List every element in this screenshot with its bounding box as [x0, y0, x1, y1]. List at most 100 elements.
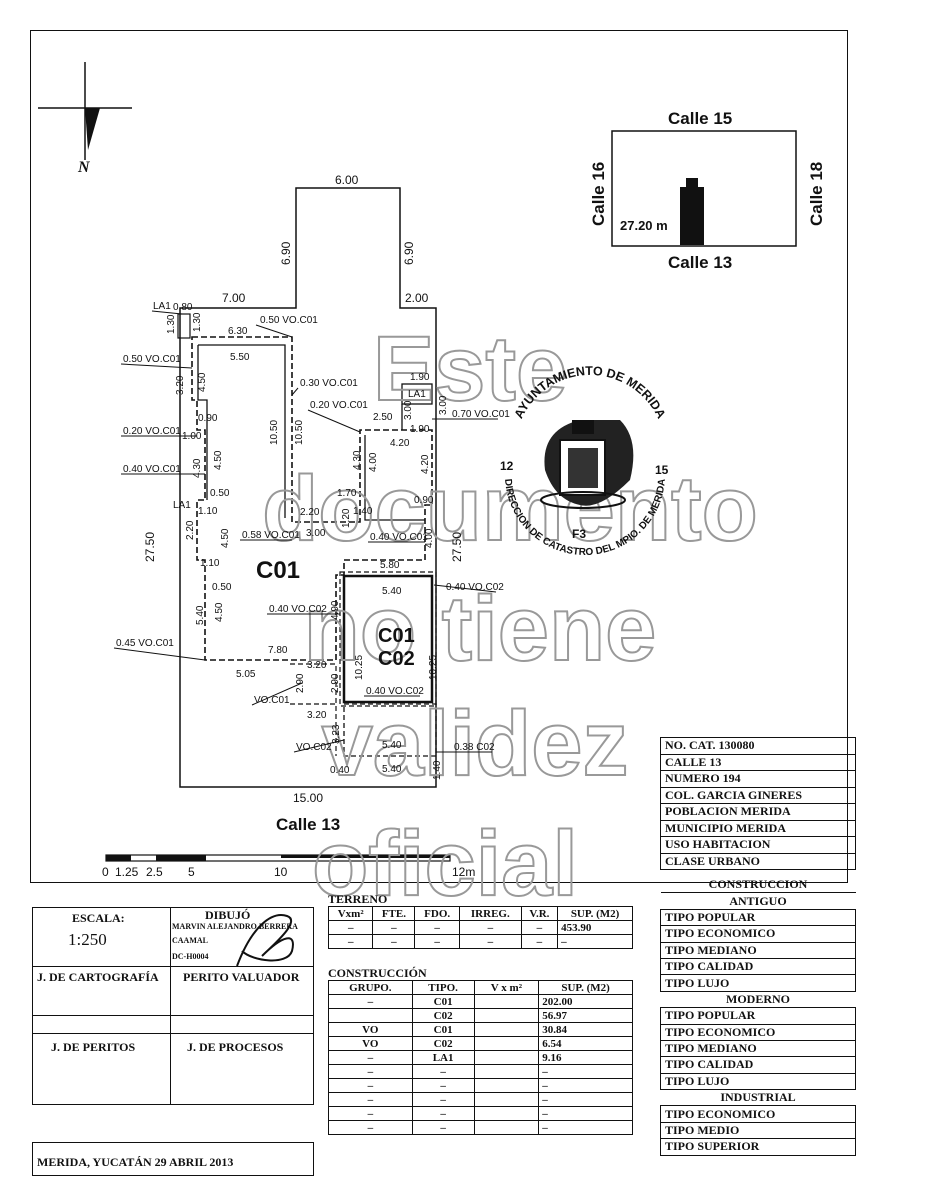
svg-text:F3: F3	[572, 527, 586, 541]
peritos-label: J. DE PERITOS	[51, 1040, 136, 1054]
svg-text:0.58 VO.C01: 0.58 VO.C01	[242, 530, 300, 541]
svg-text:5.50: 5.50	[230, 352, 250, 363]
escala-value: 1:250	[68, 930, 107, 949]
svg-text:1.20: 1.20	[341, 508, 352, 528]
svg-text:1.90: 1.90	[410, 372, 430, 383]
escala-label: ESCALA:	[72, 911, 125, 925]
date-box	[32, 1142, 314, 1176]
construction-type-row: TIPO CALIDAD	[660, 1056, 856, 1074]
svg-text:6.30: 6.30	[228, 326, 248, 337]
svg-text:4.50: 4.50	[214, 602, 225, 622]
c01-c02-region	[342, 574, 434, 704]
svg-text:10.50: 10.50	[294, 420, 305, 445]
construction-group-header: CONSTRUCCION	[660, 877, 856, 894]
svg-text:4.90: 4.90	[330, 600, 341, 620]
dibujo-name1: MARVIN ALEJANDRO BERRERA	[172, 922, 298, 931]
svg-text:0.50 VO.C01: 0.50 VO.C01	[123, 354, 181, 365]
terreno-header-cell: FTE.	[372, 906, 416, 921]
svg-text:validez: validez	[322, 693, 629, 795]
svg-text:1.90: 1.90	[410, 424, 430, 435]
svg-text:0.90: 0.90	[198, 413, 218, 424]
info-row: CLASE URBANO	[660, 852, 856, 870]
construccion-header-cell: SUP. (M2)	[538, 980, 633, 995]
street-left: Calle 16	[589, 162, 608, 226]
svg-text:6.90: 6.90	[279, 241, 293, 265]
svg-text:1.40: 1.40	[432, 760, 443, 780]
construction-type-row: TIPO MEDIANO	[660, 1039, 856, 1058]
procesos-label: J. DE PROCESOS	[187, 1040, 284, 1054]
svg-text:10: 10	[274, 865, 288, 879]
terreno-row: –––––453.90	[327, 920, 633, 935]
dibujo-label: DIBUJÓ	[205, 908, 251, 922]
svg-text:VO.C01: VO.C01	[254, 695, 290, 706]
north-arrow-icon	[38, 62, 132, 160]
svg-text:Este: Este	[373, 318, 567, 420]
terreno-title: TERRENO	[328, 892, 388, 906]
svg-text:oficial: oficial	[312, 813, 578, 900]
svg-text:4.30: 4.30	[192, 458, 203, 478]
svg-text:4.50: 4.50	[197, 372, 208, 392]
svg-text:0: 0	[102, 865, 109, 879]
street-bottom: Calle 13	[668, 253, 732, 272]
info-row: USO HABITACION	[660, 836, 856, 854]
svg-text:0.20 VO.C01: 0.20 VO.C01	[310, 400, 368, 411]
svg-text:1.25: 1.25	[115, 865, 139, 879]
info-row: POBLACION MERIDA	[660, 803, 856, 821]
svg-text:10.50: 10.50	[269, 420, 280, 445]
svg-text:1.30: 1.30	[192, 312, 203, 332]
svg-text:1.70: 1.70	[337, 488, 357, 499]
north-label: N	[77, 159, 91, 176]
info-row: CALLE 13	[660, 753, 856, 771]
plan-drawing: N Este documento no tiene validez oficia…	[38, 62, 826, 900]
svg-text:5.40: 5.40	[195, 605, 206, 625]
construction-type-row: TIPO POPULAR	[660, 908, 856, 927]
construccion-row: –––	[328, 1120, 633, 1135]
svg-text:3.00: 3.00	[438, 395, 449, 415]
location-block	[611, 130, 797, 247]
drawing-frame	[30, 30, 848, 883]
terreno-header-cell: V.R.	[520, 906, 559, 921]
svg-text:7.00: 7.00	[222, 291, 246, 305]
svg-text:0.50: 0.50	[210, 488, 230, 499]
construction-type-row: TIPO ECONOMICO	[660, 1023, 856, 1041]
svg-text:10.25: 10.25	[354, 655, 365, 680]
svg-text:0.40 VO.C02: 0.40 VO.C02	[446, 582, 504, 593]
signature-block	[32, 907, 314, 1105]
svg-text:6.00: 6.00	[335, 173, 359, 187]
dibujo-code: DC-H0004	[172, 952, 209, 961]
svg-text:12m: 12m	[452, 865, 475, 879]
construction-group-header: MODERNO	[660, 991, 856, 1009]
svg-text:0.50: 0.50	[212, 582, 232, 593]
construccion-header-cell: GRUPO.	[328, 980, 413, 995]
svg-text:LA1: LA1	[173, 500, 191, 511]
construction-type-row: TIPO SUPERIOR	[660, 1138, 856, 1156]
construction-type-row: TIPO ECONOMICO	[660, 1105, 856, 1123]
svg-text:15.00: 15.00	[293, 791, 323, 805]
terreno-header-cell: Vxm²	[327, 906, 374, 921]
svg-text:2.20: 2.20	[185, 520, 196, 540]
svg-text:27.50: 27.50	[143, 532, 157, 562]
svg-text:7.80: 7.80	[268, 645, 288, 656]
svg-text:0.30 VO.C01: 0.30 VO.C01	[300, 378, 358, 389]
svg-text:1.40: 1.40	[353, 506, 373, 517]
svg-text:2.00: 2.00	[405, 291, 429, 305]
construccion-row: –––	[328, 1106, 633, 1121]
svg-text:0.40 VO.C02: 0.40 VO.C02	[269, 604, 327, 615]
dibujo-name2: CAAMAL	[172, 936, 208, 945]
svg-text:5.05: 5.05	[236, 669, 256, 680]
la1-box	[177, 313, 191, 339]
svg-text:documento: documento	[262, 458, 758, 560]
street-right: Calle 18	[807, 162, 826, 226]
construccion-row: –––	[328, 1092, 633, 1107]
svg-text:3.23: 3.23	[331, 724, 342, 744]
info-row: NUMERO 194	[660, 770, 856, 788]
location-lot	[680, 187, 704, 245]
svg-text:3.00: 3.00	[306, 528, 326, 539]
plan-street-label: Calle 13	[276, 815, 340, 834]
